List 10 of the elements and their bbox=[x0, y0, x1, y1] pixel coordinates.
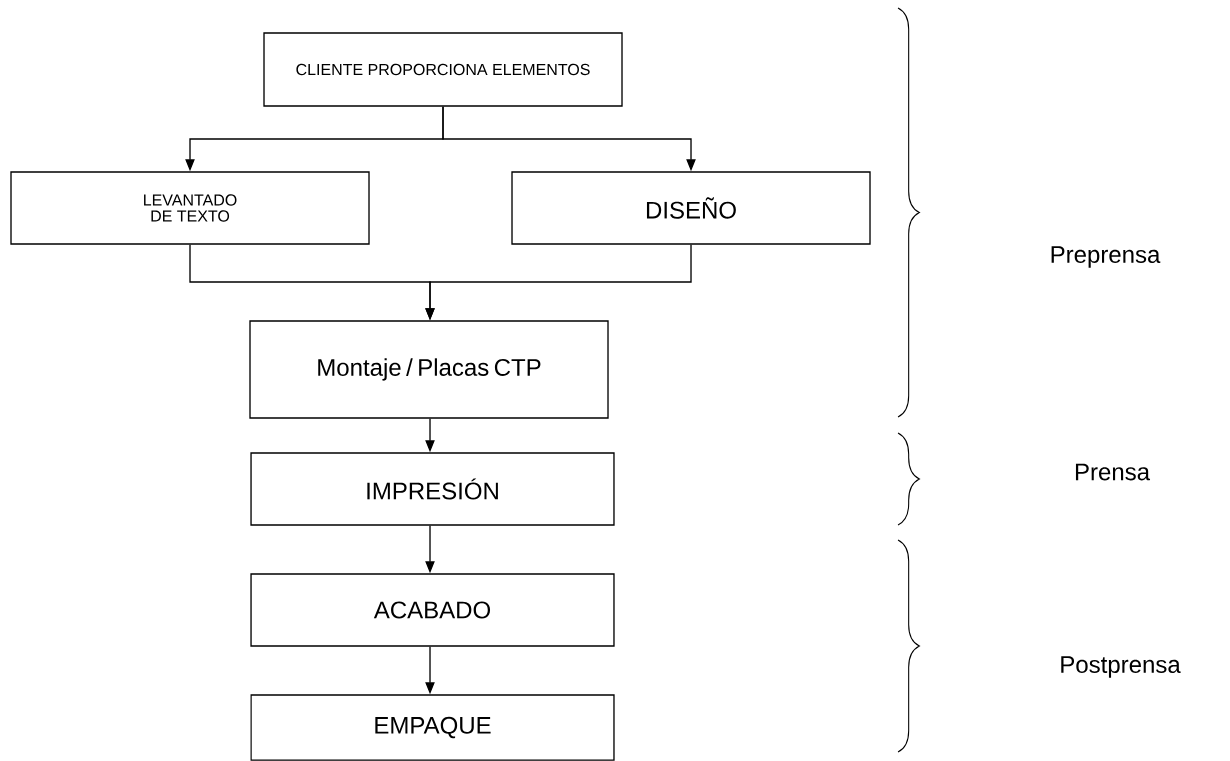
process-box: Montaje / Placas CTP bbox=[249, 320, 609, 419]
process-box: DISEÑO bbox=[511, 171, 871, 245]
process-box: LEVANTADO DE TEXTO bbox=[10, 171, 370, 245]
stage-label: Prensa bbox=[1075, 463, 1150, 481]
process-box: ACABADO bbox=[250, 573, 615, 647]
process-box: IMPRESIÓN bbox=[250, 452, 615, 526]
stage-label: Preprensa bbox=[1051, 246, 1161, 268]
process-box: CLIENTE PROPORCIONA ELEMENTOS bbox=[263, 32, 623, 107]
process-box: EMPAQUE bbox=[250, 694, 615, 761]
stage-label: Postprensa bbox=[1061, 656, 1181, 678]
